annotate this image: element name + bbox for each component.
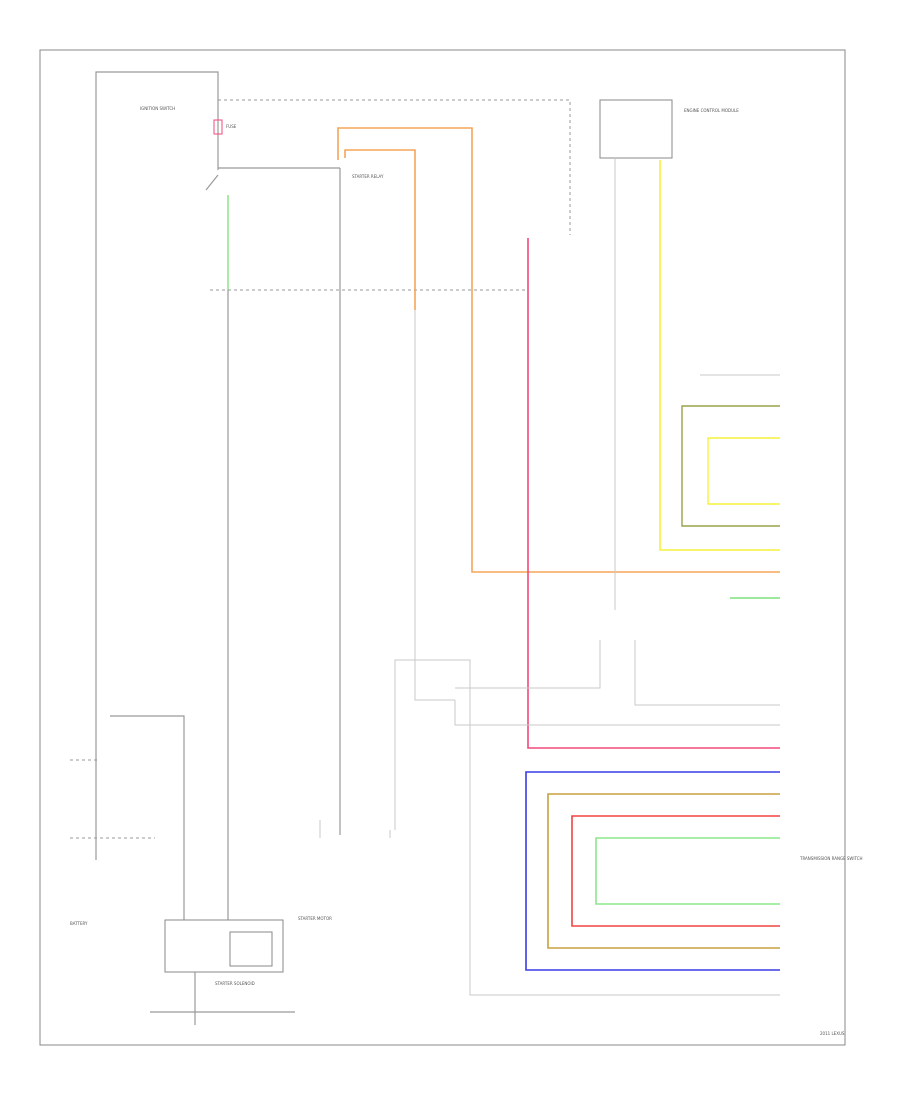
label-engine-control-module: ENGINE CONTROL MODULE bbox=[684, 108, 739, 113]
wire-battery-feed bbox=[95, 71, 219, 860]
wire-pink bbox=[527, 238, 780, 749]
wire-bottom-mid bbox=[319, 820, 391, 838]
wire-light-from-orange bbox=[414, 310, 455, 701]
wire-battery-box bbox=[110, 715, 185, 920]
wire-orange-outer bbox=[337, 127, 780, 573]
label-starter-solenoid: STARTER SOLENOID bbox=[215, 981, 255, 986]
relay-icon bbox=[229, 931, 273, 967]
label-bottom-caption: 2011 LEXUS bbox=[820, 1031, 845, 1036]
wire-battery-dash bbox=[70, 759, 155, 839]
wire-yellow-loop bbox=[707, 437, 780, 505]
label-ignition-switch: IGNITION SWITCH bbox=[140, 106, 175, 111]
ground-icon bbox=[150, 972, 295, 1025]
wire-blue bbox=[525, 771, 780, 971]
wire-light-mid-3 bbox=[455, 640, 780, 706]
wire-light-mid-2 bbox=[454, 700, 780, 726]
fuse-icon bbox=[213, 119, 223, 135]
wire-yellow bbox=[659, 160, 780, 551]
module-box-top bbox=[599, 99, 673, 159]
label-battery: BATTERY bbox=[70, 921, 88, 926]
diagram-frame bbox=[39, 49, 846, 1046]
wire-olive bbox=[681, 405, 780, 527]
label-fuse: FUSE bbox=[226, 124, 237, 129]
label-starter-motor: STARTER MOTOR bbox=[298, 916, 332, 921]
wire-red bbox=[571, 815, 780, 927]
wire-orange-inner bbox=[344, 149, 416, 310]
label-transmission-range-switch: TRANSMISSION RANGE SWITCH bbox=[799, 856, 863, 861]
wire-light-mid bbox=[394, 659, 780, 996]
ignition-switch[interactable] bbox=[205, 100, 223, 191]
label-starter-relay: STARTER RELAY bbox=[352, 174, 384, 179]
switch-icon bbox=[205, 100, 219, 191]
starter-solenoid-box bbox=[164, 919, 284, 973]
wire-tan bbox=[547, 793, 780, 949]
wire-light-green bbox=[595, 837, 780, 905]
